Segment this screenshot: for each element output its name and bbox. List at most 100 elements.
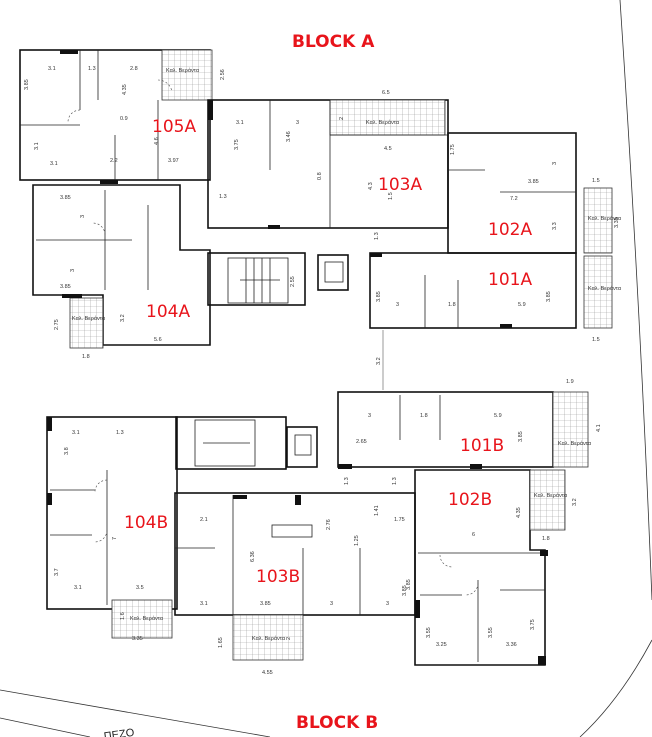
dimension-label: 4.5 bbox=[384, 146, 392, 152]
dimension-label: 3.55 bbox=[488, 627, 494, 638]
dimension-label: 3 bbox=[70, 269, 76, 272]
dimension-label: 3 bbox=[330, 601, 333, 607]
balcony-101A bbox=[583, 255, 613, 329]
unit-label-104A: 104A bbox=[146, 302, 190, 322]
dimension-label: 2 bbox=[339, 117, 345, 120]
dimension-label: 1.8 bbox=[420, 413, 428, 419]
dimension-label: 1.5 bbox=[388, 192, 394, 200]
balcony-102A bbox=[583, 187, 613, 254]
dimension-label: 4.55 bbox=[262, 670, 273, 676]
balcony-105A bbox=[161, 49, 213, 101]
balcony-103A bbox=[329, 99, 446, 136]
unit-label-101A: 101A bbox=[488, 270, 532, 290]
unit-label-105A: 105A bbox=[152, 117, 196, 137]
unit-label-103A: 103A bbox=[378, 175, 422, 195]
dimension-label: 3.2 bbox=[572, 498, 578, 506]
dimension-label: 3.97 bbox=[168, 158, 179, 164]
dimension-label: 4.6 bbox=[154, 137, 160, 145]
stair-core-b bbox=[175, 416, 318, 470]
unit-103A: 3.1 3.75 3 3.46 0.8 1.3 6.5 2 4.5 4.3 1.… bbox=[207, 90, 449, 240]
dimension-label: 3.7 bbox=[54, 568, 60, 576]
balcony-104A bbox=[69, 297, 104, 349]
balcony-label: Καλ. Βεράντα bbox=[72, 315, 106, 322]
block-a-title: BLOCK A bbox=[292, 32, 375, 52]
dimension-label: 1.6 bbox=[120, 612, 126, 620]
dimension-label: 1.41 bbox=[374, 505, 380, 516]
dimension-label: 1.8 bbox=[542, 536, 550, 542]
dimension-label: 3 bbox=[296, 120, 299, 126]
unit-label-102A: 102A bbox=[488, 220, 532, 240]
dimension-label: 3.85 bbox=[406, 579, 412, 590]
dimension-label: 6.36 bbox=[250, 551, 256, 562]
dimension-label: 4.3 bbox=[368, 182, 374, 190]
balcony-101B bbox=[552, 391, 589, 468]
dimension-label: 1.8 bbox=[82, 354, 90, 360]
dimension-label: 2.1 bbox=[200, 517, 208, 523]
dimension-label: 3.1 bbox=[74, 585, 82, 591]
dimension-label: 3.75 bbox=[234, 139, 240, 150]
dimension-label: 2 bbox=[286, 637, 292, 640]
unit-label-103B: 103B bbox=[256, 567, 300, 587]
dimension-label: 3.75 bbox=[530, 619, 536, 630]
balcony-label: Καλ. Βεράντα bbox=[534, 492, 568, 499]
dimension-label: 4.1 bbox=[596, 424, 602, 432]
dimension-label: 1.3 bbox=[116, 430, 124, 436]
dimension-label: 5.6 bbox=[154, 337, 162, 343]
balcony-label: Καλ. Βεράντα bbox=[366, 119, 400, 126]
dimension-label: 1.8 bbox=[448, 302, 456, 308]
dimension-label: 3 bbox=[80, 215, 86, 218]
unit-105A: 3.1 3.85 1.3 2.8 4.35 2.56 3.1 3.1 0.9 2… bbox=[19, 49, 226, 184]
dimension-label: 1.5 bbox=[592, 178, 600, 184]
dimension-label: 0.8 bbox=[317, 172, 323, 180]
dimension-label: 1.65 bbox=[218, 637, 224, 648]
dimension-label: 2.2 bbox=[110, 158, 118, 164]
dimension-label: 3 bbox=[552, 162, 558, 165]
unit-label-101B: 101B bbox=[460, 436, 504, 456]
dimension-label: 3.25 bbox=[436, 642, 447, 648]
dimension-label: 0.9 bbox=[120, 116, 128, 122]
dimension-label: 7.2 bbox=[510, 196, 518, 202]
dimension-label: 1.75 bbox=[394, 517, 405, 523]
dimension-label: 1.3 bbox=[88, 66, 96, 72]
dimension-label: 2.55 bbox=[290, 276, 296, 287]
dimension-label: 3.85 bbox=[376, 291, 382, 302]
dimension-label: 3.36 bbox=[506, 642, 517, 648]
dimension-label: 7 bbox=[112, 537, 118, 540]
dimension-label: 3.85 bbox=[518, 431, 524, 442]
dimension-label: 2.65 bbox=[356, 439, 367, 445]
dimension-label: 1.5 bbox=[592, 337, 600, 343]
balcony-label: Καλ. Βεράντα bbox=[130, 615, 164, 622]
dimension-label: 3.85 bbox=[24, 79, 30, 90]
dimension-label: 1.9 bbox=[566, 379, 574, 385]
block-b: 3 2.65 1.8 5.9 3.85 1.9 4.1 Καλ. Βεράντα… bbox=[46, 379, 602, 676]
unit-103B: 2.1 6.36 2.76 1.41 1.25 1.75 3.1 3.85 3 … bbox=[174, 492, 416, 676]
balcony-102B bbox=[529, 469, 566, 531]
dimension-label: 1.3 bbox=[374, 232, 380, 240]
dimension-label: 3.1 bbox=[34, 142, 40, 150]
dimension-label: 3.35 bbox=[614, 217, 620, 228]
dimension-label: 3.2 bbox=[120, 314, 126, 322]
unit-label-104B: 104B bbox=[124, 513, 168, 533]
stair-core-a: 2.55 bbox=[207, 252, 349, 306]
dimension-label: 1.3 bbox=[219, 194, 227, 200]
balcony-label: Καλ. Βεράντα bbox=[588, 215, 622, 222]
dimension-label: 2.56 bbox=[220, 69, 226, 80]
balcony-label: Καλ. Βεράντα bbox=[252, 635, 286, 642]
dimension-label: 1.25 bbox=[354, 535, 360, 546]
dimension-label: 3.85 bbox=[60, 284, 71, 290]
unit-102B: 6 4.35 3.2 1.8 3.25 3.55 3.36 3.55 3.75 … bbox=[406, 469, 578, 666]
dimension-label: 3.85 bbox=[546, 291, 552, 302]
balcony-label: Καλ. Βεράντα bbox=[558, 440, 592, 447]
dimension-label: 3 bbox=[396, 302, 399, 308]
dimension-label: 2.76 bbox=[326, 519, 332, 530]
dimension-label: 3.35 bbox=[132, 636, 143, 642]
road-label: ΠΕΖΟ bbox=[103, 727, 135, 737]
dimension-label: 6 bbox=[472, 532, 475, 538]
block-b-title: BLOCK B bbox=[296, 713, 378, 733]
dimension-label: 3.1 bbox=[236, 120, 244, 126]
dimension-label: 5.9 bbox=[494, 413, 502, 419]
dimension-label: 1.75 bbox=[450, 144, 456, 155]
dimension-label: 3.8 bbox=[64, 447, 70, 455]
